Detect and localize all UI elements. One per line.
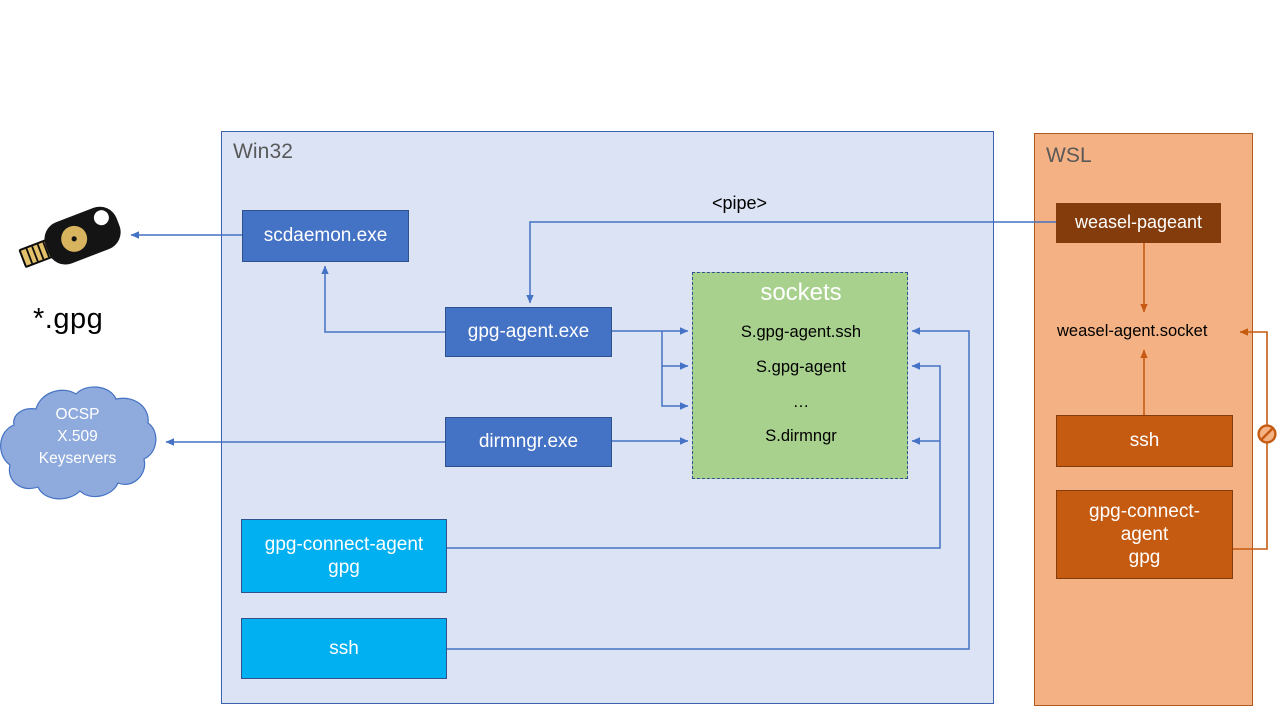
process-box-scdaemon[interactable]: scdaemon.exe [242,210,409,262]
process-box-gpg-connect-agent-win32[interactable]: gpg-connect-agent gpg [241,519,447,593]
socket-item-s-dirmngr[interactable]: S.dirmngr [765,427,837,445]
wsl-panel-label: WSL [1046,144,1092,167]
win32-panel-label: Win32 [233,140,294,163]
label-weasel-agent-socket: weasel-agent.socket [1057,322,1208,340]
label-gpg-file: *.gpg [33,303,104,335]
yubikey-usb-token-icon [18,206,121,268]
cloud-shape-keyservers [0,386,157,500]
socket-item-ellipsis: … [792,393,810,411]
sockets-group: sockets S.gpg-agent.ssh S.gpg-agent … S.… [692,272,908,479]
process-box-dirmngr[interactable]: dirmngr.exe [445,417,612,467]
process-box-weasel-pageant[interactable]: weasel-pageant [1056,203,1221,243]
socket-item-s-gpg-agent-ssh[interactable]: S.gpg-agent.ssh [740,323,862,341]
no-entry-icon [1257,424,1277,444]
process-box-ssh-wsl[interactable]: ssh [1056,415,1233,467]
sockets-group-title: sockets [760,279,842,306]
label-pipe-connector: <pipe> [712,193,768,213]
process-box-gpg-agent[interactable]: gpg-agent.exe [445,307,612,357]
process-box-ssh-win32[interactable]: ssh [241,618,447,679]
process-box-gpg-connect-agent-wsl[interactable]: gpg-connect- agent gpg [1056,490,1233,579]
cloud-label-keyservers: OCSP X.509 Keyservers [38,406,117,467]
socket-item-s-gpg-agent[interactable]: S.gpg-agent [756,358,846,376]
